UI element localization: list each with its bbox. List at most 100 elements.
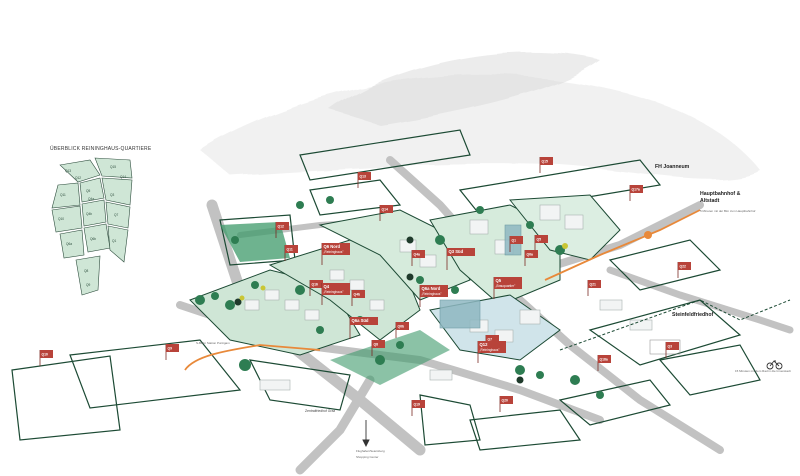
flag-label: Q17a <box>632 188 640 192</box>
flag-label: Q1 <box>512 239 517 243</box>
label-steinfeldfriedhof: Steinfeldfriedhof <box>672 312 713 318</box>
quarter-flag: Q9 <box>165 344 179 360</box>
label-bus-note: S-Bahn Station Puntigam <box>196 341 230 345</box>
flag-banner <box>510 236 523 244</box>
quarter-flag: Q12 <box>275 222 289 238</box>
watercolor-wash <box>200 52 760 179</box>
quarter-flag: Q11 <box>284 245 298 261</box>
marker <box>234 298 242 306</box>
numbered-markers <box>234 231 652 384</box>
green-quarters <box>189 194 621 385</box>
building <box>369 299 385 311</box>
parcel-east2 <box>588 299 742 366</box>
flag-banner <box>396 322 409 330</box>
quarter-flag: Q13 <box>357 172 371 188</box>
inset-label: Q12 <box>75 176 81 180</box>
quarter-flag: Q8 <box>371 340 385 356</box>
parcels <box>11 129 761 451</box>
marker <box>516 376 524 384</box>
parcel-north2 <box>309 179 402 216</box>
quarter-flag: Q18a <box>597 355 611 371</box>
overview-inset: ÜBERBLICK REININGHAUS-QUARTIERE Q13 Q12 … <box>50 145 152 296</box>
inset-label: Q6b <box>90 237 96 241</box>
flag-code: Q4 <box>324 284 330 289</box>
marker-yellow <box>562 243 568 249</box>
label-fh-joanneum: FH Joanneum <box>655 164 690 170</box>
label-south-line1: Flughafen/Seiersberg <box>356 449 385 453</box>
flag-banner <box>420 285 448 297</box>
label-south-line2: Shopping Center <box>356 455 379 459</box>
inset-label: Q9 <box>86 283 90 287</box>
flag-banner <box>350 317 378 325</box>
flag-label: Q21 <box>590 283 597 287</box>
named-flag: Q6a Nord„Reininghaus" <box>419 285 448 307</box>
flag-name: „Reininghaus" <box>324 290 344 294</box>
building <box>259 379 291 391</box>
marker-yellow <box>260 285 266 291</box>
flag-banner <box>40 350 53 358</box>
flag-banner <box>380 205 393 213</box>
building <box>564 214 584 230</box>
quarter-flag: Q21 <box>587 280 601 296</box>
flag-code: Q3 Süd <box>449 249 464 254</box>
quarter-q4 <box>318 209 471 301</box>
inset-label: Q14 <box>120 175 126 179</box>
label-hbf-line2: Altstadt <box>700 198 720 204</box>
named-flag: Q5„Brauquartier" <box>493 277 522 299</box>
flag-label: Q3 <box>668 345 673 349</box>
flag-label: Q22 <box>680 265 687 269</box>
marker-yellow <box>239 295 245 301</box>
flag-label: Q4b <box>354 293 361 297</box>
quarter-flags: Q12Q13Q14Q11Q10Q15Q16Q4aQ4bQ1Q6bQ9Q8Q7Q1… <box>39 157 691 416</box>
inset-label: Q6a <box>66 242 72 246</box>
flag-label: Q13 <box>360 175 367 179</box>
flag-name: „Brauquartier" <box>496 284 516 288</box>
building <box>539 204 561 221</box>
road-east <box>606 266 794 334</box>
building <box>264 289 280 301</box>
flag-banner <box>478 341 506 353</box>
inset-label: Q11 <box>60 193 66 197</box>
flag-banner <box>666 342 679 350</box>
label-hbf-line1: Hauptbahnhof & <box>700 191 741 197</box>
flag-banner <box>372 340 385 348</box>
building <box>429 369 453 381</box>
flag-banner <box>285 245 298 253</box>
inset-map <box>51 157 133 296</box>
building <box>519 309 541 325</box>
flag-banner <box>447 248 475 256</box>
quarter-q5 <box>429 204 561 306</box>
flag-label: Q12 <box>278 225 285 229</box>
inset-title: ÜBERBLICK REININGHAUS-QUARTIERE <box>50 145 152 152</box>
flag-label: Q8 <box>374 343 379 347</box>
named-flag: Q6a Süd <box>349 317 378 339</box>
flag-banner <box>166 344 179 352</box>
flag-banner <box>678 262 691 270</box>
dashed-boundary <box>559 299 791 351</box>
flag-banner <box>352 290 365 298</box>
flag-label: Q4a <box>414 253 421 257</box>
quarter-flag: Q5 <box>534 235 548 251</box>
marker-tram <box>644 231 652 239</box>
flag-banner <box>535 235 548 243</box>
flag-code: Q6a Süd <box>352 318 369 323</box>
parcel-east1 <box>658 344 761 396</box>
flag-banner <box>540 157 553 165</box>
parcel-south3 <box>469 409 582 451</box>
building <box>304 309 320 321</box>
quarter-flag: Q6b <box>395 322 409 338</box>
label-hbf-note: 5 Minuten mit der Bim zum Hauptbahnhof <box>700 209 756 213</box>
inset-label: Q4a <box>88 197 94 201</box>
parcel-north3 <box>299 129 471 181</box>
buildings <box>244 204 681 391</box>
flag-label: Q20 <box>502 399 509 403</box>
flag-code: Q6 Nord <box>324 244 341 249</box>
quarter-flag: Q15 <box>539 157 553 173</box>
tram-west <box>184 344 321 371</box>
building <box>284 299 300 311</box>
flag-banner <box>588 280 601 288</box>
quarter-flag: Q17a <box>629 185 643 201</box>
inset-label: Q5 <box>86 189 90 193</box>
quarter-flag: Q10 <box>39 350 53 366</box>
parcel-east3 <box>608 239 722 291</box>
